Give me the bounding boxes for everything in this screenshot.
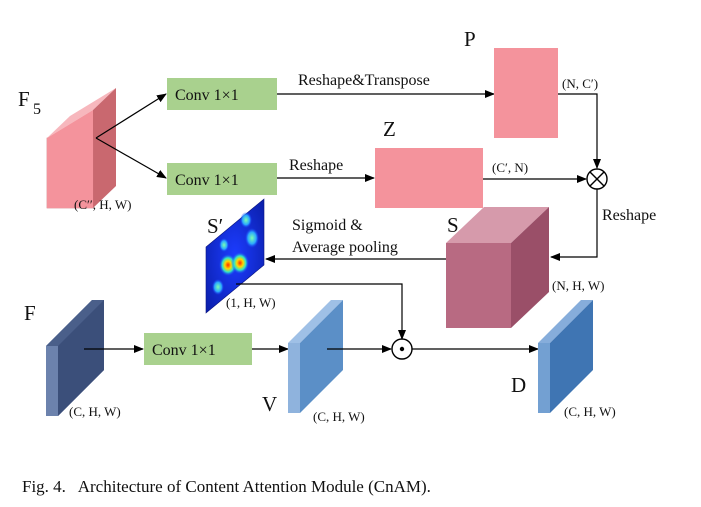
elementwise-product-icon xyxy=(391,338,413,360)
conv-mid-label: Conv 1×1 xyxy=(175,172,239,189)
d-dims: (C, H, W) xyxy=(564,404,616,419)
d-label: D xyxy=(511,373,526,397)
f-feature-block xyxy=(46,300,104,416)
v-label: V xyxy=(262,392,277,416)
sprime-label: S′ xyxy=(207,214,223,238)
f5-feature-block xyxy=(46,88,116,209)
z-dims: (C′, N) xyxy=(492,160,528,175)
reshape-transpose-label: Reshape&Transpose xyxy=(298,72,430,89)
figure-caption: Fig. 4. Architecture of Content Attentio… xyxy=(22,477,431,496)
z-matrix xyxy=(375,148,483,208)
p-dims: (N, C′) xyxy=(562,76,598,91)
p-to-matmul-arrow xyxy=(558,93,601,169)
v-feature-block xyxy=(288,300,343,413)
v-dims: (C, H, W) xyxy=(313,409,365,424)
conv-bottom-box xyxy=(144,333,252,365)
reshape-right-label: Reshape xyxy=(602,207,656,224)
conv-top-box xyxy=(167,78,277,110)
matmul-icon xyxy=(586,168,608,190)
s-dims: (N, H, W) xyxy=(552,278,604,293)
sigmoid-label-line2: Average pooling xyxy=(292,239,398,256)
f5-to-conv-top-arrow xyxy=(95,93,167,139)
conv-bottom-label: Conv 1×1 xyxy=(152,342,216,359)
d-feature-block xyxy=(538,300,593,413)
sprime-to-elementwise-arrow xyxy=(236,283,406,340)
conv-top-label: Conv 1×1 xyxy=(175,87,239,104)
f5-subscript: 5 xyxy=(33,101,41,118)
p-matrix xyxy=(494,48,558,138)
sprime-heatmap xyxy=(205,198,265,314)
f5-label: F xyxy=(18,87,30,111)
reshape-label: Reshape xyxy=(289,157,343,174)
s-tensor-block xyxy=(446,207,549,328)
conv-mid-box xyxy=(167,163,277,195)
sprime-dims: (1, H, W) xyxy=(226,295,276,310)
f-label: F xyxy=(24,301,36,325)
p-label: P xyxy=(464,27,476,51)
f5-to-conv-mid-arrow xyxy=(95,137,167,179)
matmul-to-s-arrow xyxy=(550,189,598,261)
f5-dims: (C′′, H, W) xyxy=(74,197,131,212)
f-dims: (C, H, W) xyxy=(69,404,121,419)
s-label: S xyxy=(447,213,459,237)
sigmoid-label-line1: Sigmoid & xyxy=(292,217,363,234)
z-label: Z xyxy=(383,117,396,141)
